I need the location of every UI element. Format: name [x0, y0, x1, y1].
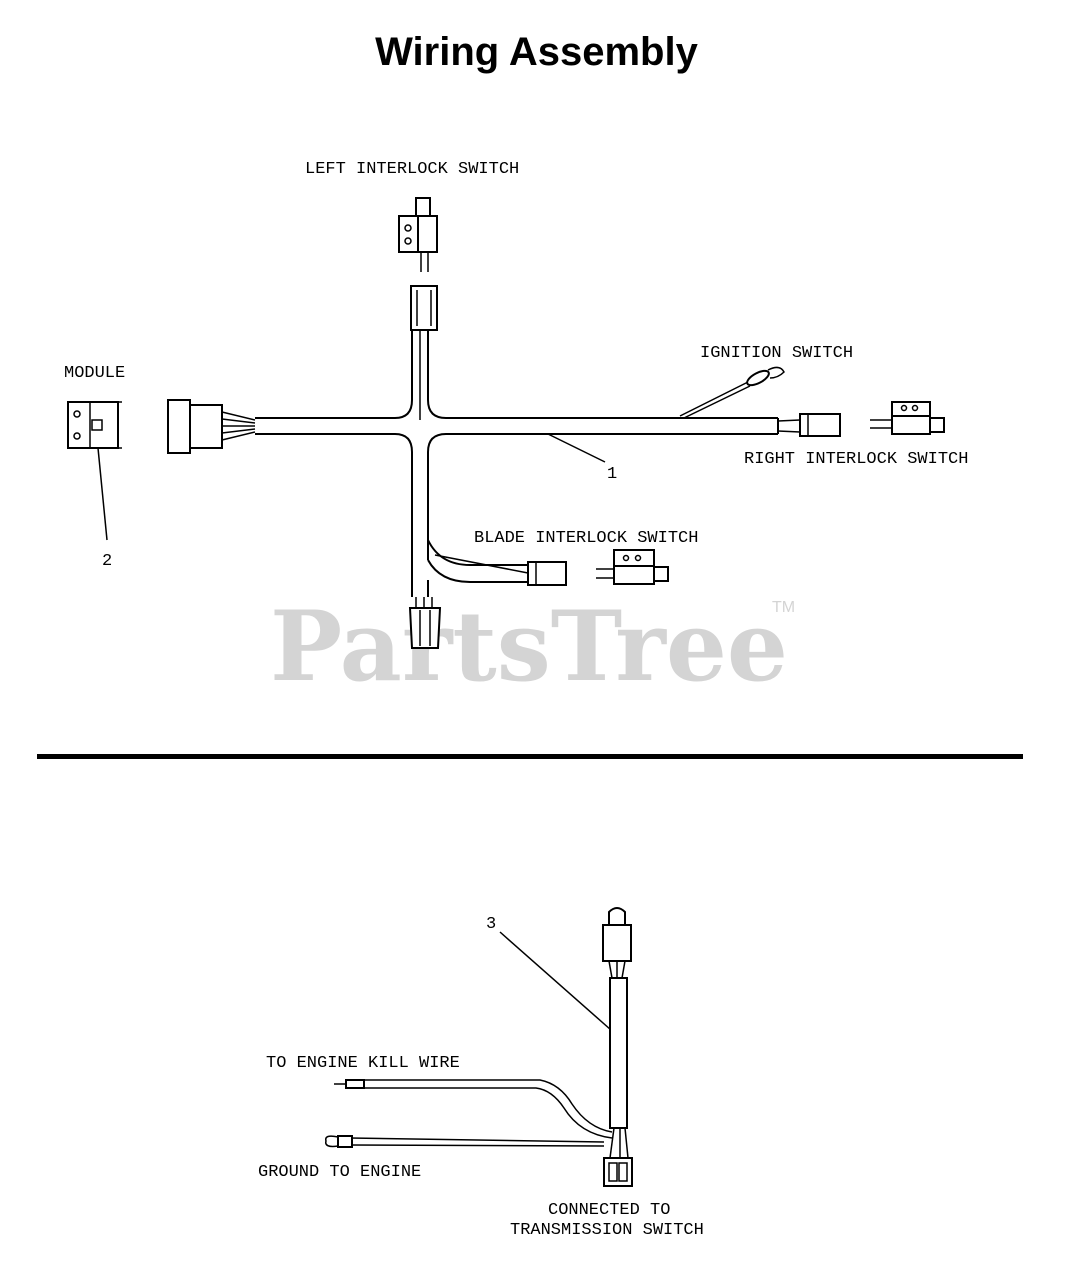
section-divider	[37, 754, 1023, 759]
label-left-interlock-switch: LEFT INTERLOCK SWITCH	[305, 160, 519, 179]
label-ignition-switch: IGNITION SWITCH	[700, 344, 853, 363]
left-interlock-switch	[398, 197, 438, 272]
blade-interlock-switch	[596, 549, 669, 585]
label-connected-to: CONNECTED TO	[548, 1201, 670, 1220]
callout-2: 2	[102, 552, 112, 571]
transmission-harness	[602, 907, 633, 1187]
blade-interlock-connector	[527, 561, 567, 586]
watermark-trademark: TM	[772, 599, 795, 616]
callout-1: 1	[607, 465, 617, 484]
label-transmission-switch: TRANSMISSION SWITCH	[510, 1221, 704, 1240]
engine-kill-wire	[334, 1079, 613, 1139]
callout-leader-2	[97, 447, 108, 541]
page-title: Wiring Assembly	[375, 30, 698, 74]
label-right-interlock-switch: RIGHT INTERLOCK SWITCH	[744, 450, 968, 469]
main-harness	[221, 330, 801, 597]
right-interlock-switch	[870, 401, 945, 435]
label-blade-interlock-switch: BLADE INTERLOCK SWITCH	[474, 529, 698, 548]
left-interlock-connector	[410, 285, 438, 331]
right-interlock-connector	[799, 413, 841, 437]
module-part	[67, 401, 122, 449]
ignition-terminal	[746, 366, 785, 387]
callout-leader-3	[499, 931, 612, 1031]
label-ground-to-engine: GROUND TO ENGINE	[258, 1163, 421, 1182]
module-harness-connector	[167, 399, 223, 454]
watermark: PartsTree	[270, 590, 788, 703]
label-module: MODULE	[64, 364, 125, 383]
callout-leader-1	[547, 433, 606, 463]
ground-wire	[325, 1135, 605, 1148]
label-engine-kill-wire: TO ENGINE KILL WIRE	[266, 1054, 460, 1073]
callout-3: 3	[486, 915, 496, 934]
harness-bottom-connector	[408, 597, 442, 649]
